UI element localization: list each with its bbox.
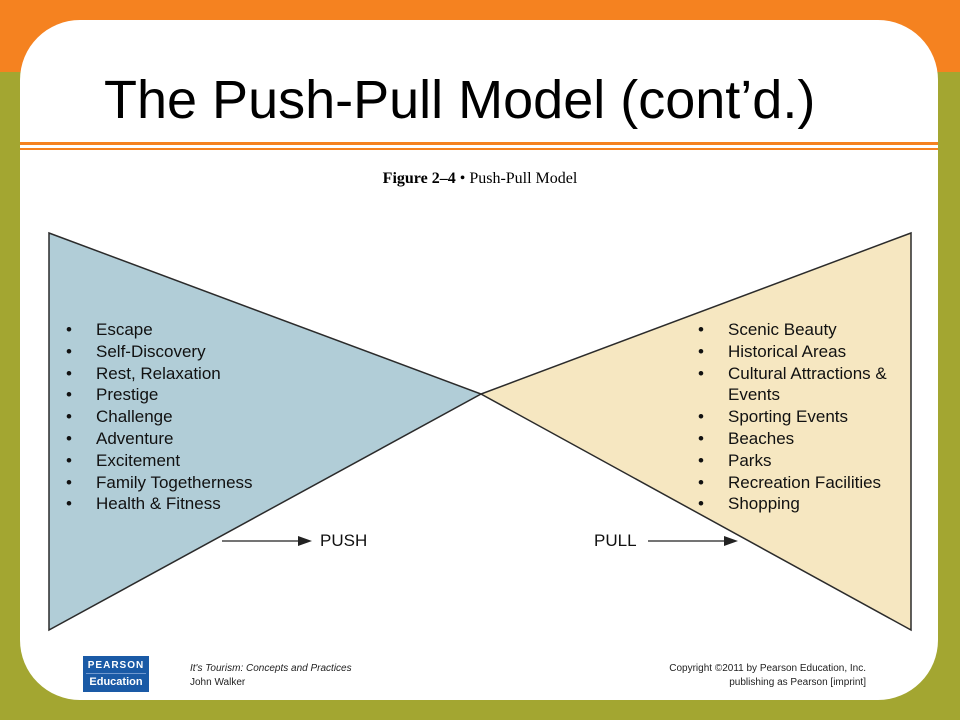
- book-author: John Walker: [190, 677, 246, 688]
- pull-arrow: [648, 536, 738, 546]
- pearson-education-logo: PEARSON Education: [83, 656, 149, 692]
- push-factors-list: EscapeSelf-DiscoveryRest, RelaxationPres…: [64, 319, 284, 515]
- push-factor-item: Health & Fitness: [64, 493, 284, 515]
- pull-label: PULL: [594, 531, 637, 550]
- slide-title: The Push-Pull Model (cont’d.): [104, 70, 816, 130]
- push-factor-item: Family Togetherness: [64, 472, 284, 494]
- pull-factors-list: Scenic BeautyHistorical AreasCultural At…: [696, 319, 911, 515]
- figure-caption-text: Push-Pull Model: [469, 170, 578, 187]
- figure-separator: •: [455, 170, 470, 187]
- push-label: PUSH: [320, 531, 368, 550]
- pull-factor-item: Cultural Attractions & Events: [696, 363, 911, 407]
- push-factor-item: Escape: [64, 319, 284, 341]
- push-factor-item: Excitement: [64, 450, 284, 472]
- pull-factor-item: Scenic Beauty: [696, 319, 911, 341]
- book-title: It's Tourism: Concepts and Practices: [190, 663, 352, 674]
- pull-factor-item: Historical Areas: [696, 341, 911, 363]
- pull-factor-item: Sporting Events: [696, 406, 911, 428]
- figure-number: Figure 2–4: [382, 170, 456, 187]
- push-factor-item: Adventure: [64, 428, 284, 450]
- pull-factor-item: Beaches: [696, 428, 911, 450]
- copyright-line-2: publishing as Pearson [imprint]: [729, 677, 866, 688]
- title-rule-secondary: [20, 148, 938, 150]
- push-factor-item: Self-Discovery: [64, 341, 284, 363]
- pull-factor-item: Shopping: [696, 493, 911, 515]
- copyright-notice: Copyright ©2011 by Pearson Education, In…: [669, 662, 866, 690]
- copyright-line-1: Copyright ©2011 by Pearson Education, In…: [669, 663, 866, 674]
- title-rule: [20, 142, 938, 145]
- footer: PEARSON Education It's Tourism: Concepts…: [0, 648, 960, 698]
- book-info: It's Tourism: Concepts and Practices Joh…: [190, 662, 352, 690]
- push-factor-item: Challenge: [64, 406, 284, 428]
- push-factor-item: Prestige: [64, 384, 284, 406]
- push-arrow: [222, 536, 312, 546]
- logo-top-text: PEARSON: [87, 660, 145, 671]
- logo-bottom-text: Education: [86, 673, 146, 690]
- figure-caption: Figure 2–4 • Push-Pull Model: [0, 170, 960, 188]
- push-factor-item: Rest, Relaxation: [64, 363, 284, 385]
- pull-factor-item: Recreation Facilities: [696, 472, 911, 494]
- pull-factor-item: Parks: [696, 450, 911, 472]
